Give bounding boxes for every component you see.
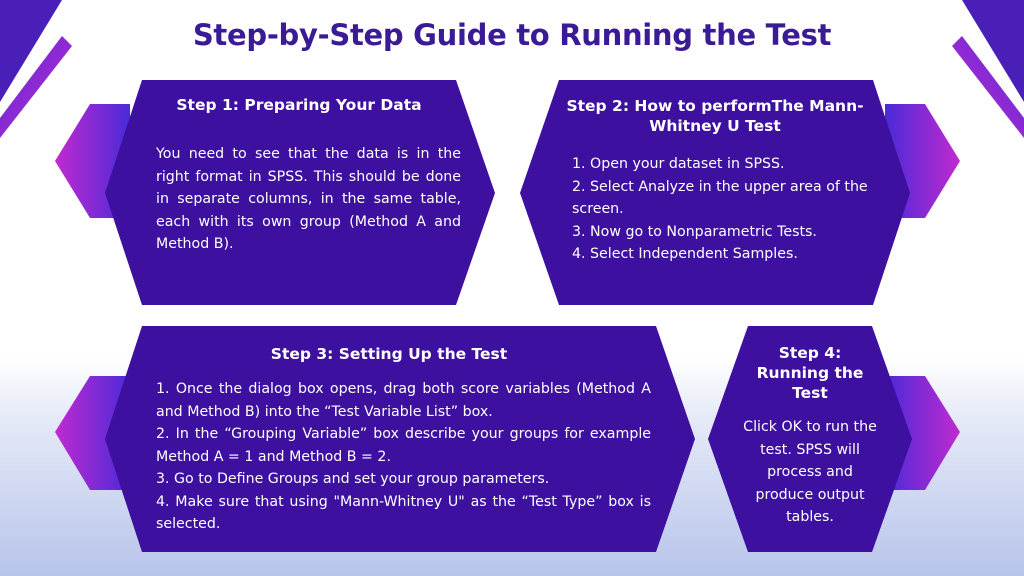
step-2-line-2: 2. Select Analyze in the upper area of t… — [572, 178, 868, 218]
step-3-line-3: 3. Go to Define Groups and set your grou… — [156, 471, 550, 487]
step-2-shape — [520, 80, 960, 305]
step-3-card: Step 3: Setting Up the Test 1. Once the … — [55, 326, 695, 552]
step-4-card: Step 4: Running the Test Click OK to run… — [708, 326, 960, 552]
step-3-line-2: 2. In the “Grouping Variable” box descri… — [156, 426, 651, 465]
step-4-heading: Step 4: Running the Test — [756, 344, 864, 402]
step-1-heading: Step 1: Preparing Your Data — [176, 96, 422, 114]
step-2-line-3: 3. Now go to Nonparametric Tests. — [572, 223, 817, 240]
step-3-body: 1. Once the dialog box opens, drag both … — [156, 378, 651, 536]
page-title: Step-by-Step Guide to Running the Test — [192, 18, 832, 52]
step-3-line-1: 1. Once the dialog box opens, drag both … — [156, 381, 651, 420]
step-2-heading: Step 2: How to performThe Mann-Whitney U… — [566, 97, 864, 135]
step-4-shape — [708, 326, 960, 552]
step-1-shape — [55, 80, 495, 305]
step-1-card: Step 1: Preparing Your Data You need to … — [55, 80, 495, 305]
step-4-body: Click OK to run the test. SPSS will proc… — [743, 419, 877, 525]
step-3-line-4: 4. Make sure that using "Mann-Whitney U"… — [156, 493, 651, 533]
step-3-shape — [55, 326, 695, 552]
step-2-line-4: 4. Select Independent Samples. — [572, 246, 798, 262]
step-3-heading: Step 3: Setting Up the Test — [270, 345, 508, 363]
step-2-card: Step 2: How to performThe Mann-Whitney U… — [520, 80, 960, 305]
step-2-body: 1. Open your dataset in SPSS. 2. Select … — [572, 153, 872, 266]
step-2-line-1: 1. Open your dataset in SPSS. — [572, 156, 785, 172]
step-1-body: You need to see that the data is in the … — [156, 146, 461, 252]
